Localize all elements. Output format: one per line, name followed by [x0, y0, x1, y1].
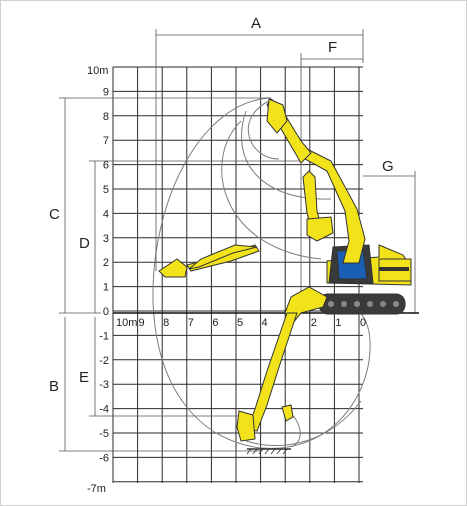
vertical-axis-tick-label: 6 [103, 160, 109, 172]
horizontal-axis-tick-label: 6 [212, 317, 218, 329]
excavator-arm-deep-dig [236, 286, 328, 442]
horizontal-axis-tick-label: 5 [237, 317, 243, 329]
horizontal-axis-tick-label: 7 [188, 317, 194, 329]
vertical-axis-tick-label: 1 [103, 282, 109, 294]
vertical-axis-tick-label: 3 [103, 233, 109, 245]
vertical-axis-tick-label: 2 [103, 257, 109, 269]
dimension-lines [59, 29, 416, 452]
dimension-f-label: F [328, 39, 337, 56]
horizontal-axis-tick-label: 4 [262, 317, 268, 329]
vertical-axis-tick-label: -5 [99, 428, 109, 440]
horizontal-axis-first-label: 10m [116, 317, 137, 329]
low-reach-envelope [221, 120, 322, 260]
excavator-machine [266, 98, 412, 315]
bucket-deep-small [281, 404, 294, 422]
engine-stripe [379, 267, 409, 271]
boom-extended-upper [188, 244, 258, 270]
bottom-envelope [245, 400, 362, 446]
dimension-e-label: E [79, 369, 89, 386]
horizontal-axis-tick-label: 8 [163, 317, 169, 329]
vertical-axis-ticks: 9 8 7 6 5 4 3 2 1 0 -1 -2 -3 -4 -5 -6 [99, 86, 109, 464]
vertical-axis-bottom-label: -7m [87, 483, 106, 495]
vertical-axis-tick-label: 8 [103, 111, 109, 123]
reach-envelope [152, 97, 371, 449]
horizontal-axis-tick-label: 0 [360, 317, 366, 329]
bucket-folded [306, 216, 334, 242]
vertical-axis-tick-label: 0 [103, 306, 109, 318]
grid [112, 66, 363, 483]
horizontal-axis-tick-label: 9 [139, 317, 145, 329]
horizontal-axis-tick-label: 1 [335, 317, 341, 329]
vertical-axis-top-label: 10m [87, 65, 108, 77]
track-rollers [328, 301, 399, 307]
dimension-a-label: A [251, 15, 261, 32]
vertical-axis-tick-label: 9 [103, 86, 109, 98]
horizontal-axis-tick-label: 2 [311, 317, 317, 329]
dimension-d-label: D [79, 235, 90, 252]
vertical-axis-tick-label: 5 [103, 184, 109, 196]
vertical-axis-tick-label: -2 [99, 355, 109, 367]
vertical-axis-tick-label: 7 [103, 135, 109, 147]
bucket-extended [158, 258, 188, 278]
vertical-axis-tick-label: 4 [103, 208, 109, 220]
bucket-deep [236, 410, 256, 442]
vertical-axis-tick-label: -4 [99, 404, 109, 416]
vertical-axis-tick-label: -6 [99, 452, 109, 464]
dimension-g-label: G [382, 158, 394, 175]
dig-floor-hatch [246, 448, 288, 455]
vertical-axis-tick-label: -1 [99, 330, 109, 342]
bucket-raised [266, 98, 288, 134]
max-reach-envelope [152, 97, 371, 449]
dimension-c-label: C [49, 206, 60, 223]
vertical-axis-tick-label: -3 [99, 379, 109, 391]
dimension-b-label: B [49, 378, 59, 395]
digging-envelope [248, 100, 280, 160]
excavator-arm-max-reach [158, 244, 260, 278]
